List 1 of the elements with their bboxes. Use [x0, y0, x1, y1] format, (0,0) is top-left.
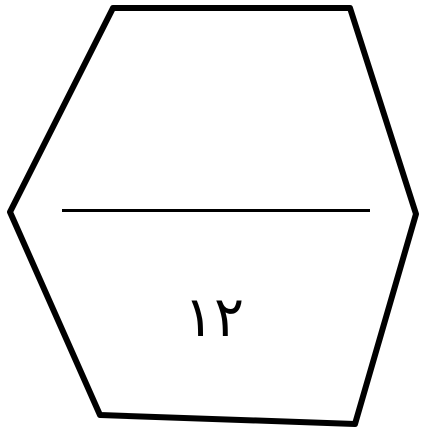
number-text: ١٢	[184, 290, 244, 346]
